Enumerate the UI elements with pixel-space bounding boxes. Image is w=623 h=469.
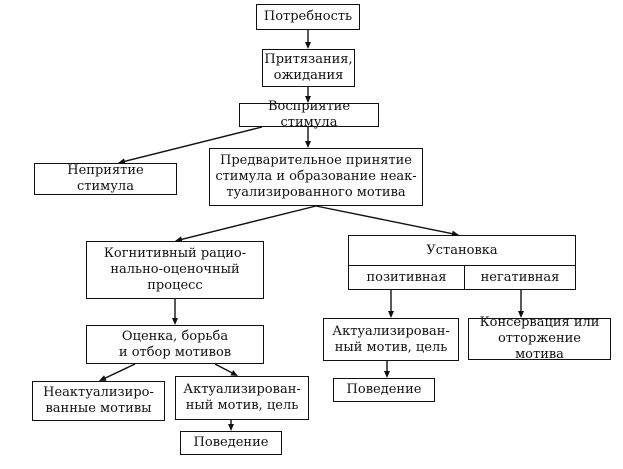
connector-actual-left-behavior-arrowhead bbox=[228, 424, 234, 431]
connector-evaluation-nonactual-arrowhead bbox=[99, 375, 107, 381]
setting-title: Установка bbox=[426, 242, 498, 258]
node-claims: Притязания, ожидания bbox=[262, 49, 355, 87]
node-behavior-left: Поведение bbox=[180, 431, 282, 455]
connector-preliminary-cognitive bbox=[180, 205, 317, 241]
connector-positive-actual-arrowhead bbox=[388, 311, 394, 318]
connector-negative-conservation-arrowhead bbox=[518, 311, 524, 318]
setting-positive: позитивная bbox=[366, 269, 447, 285]
connector-preliminary-setting bbox=[315, 205, 454, 235]
connector-perception-rejection bbox=[123, 126, 263, 163]
connector-cognitive-evaluation-arrowhead bbox=[172, 318, 178, 325]
node-actual-left: Актуализирован- ный мотив, цель bbox=[175, 376, 309, 420]
node-conservation: Консервация или отторжение мотива bbox=[468, 315, 611, 362]
connector-preliminary-cognitive-arrowhead bbox=[175, 236, 183, 243]
node-rejection: Неприятие стимула bbox=[34, 163, 177, 195]
node-cognitive: Когнитивный рацио- нально-оценочный проц… bbox=[86, 241, 264, 299]
node-perception: Восприятие стимула bbox=[239, 99, 379, 130]
node-setting: Установка позитивная негативная bbox=[348, 235, 576, 290]
connector-perception-preliminary-arrowhead bbox=[305, 141, 311, 148]
node-actual-right: Актуализирован- ный мотив, цель bbox=[323, 318, 459, 361]
node-need: Потребность bbox=[256, 4, 360, 30]
connector-perception-rejection-arrowhead bbox=[118, 158, 126, 165]
connector-actual-right-behavior-arrowhead bbox=[384, 371, 390, 378]
node-preliminary: Предварительное принятие стимула и образ… bbox=[209, 148, 423, 206]
connector-evaluation-actual-left bbox=[214, 363, 234, 375]
connector-evaluation-nonactual bbox=[103, 363, 136, 380]
node-evaluation: Оценка, борьба и отбор мотивов bbox=[86, 325, 264, 364]
setting-divider bbox=[349, 265, 575, 266]
setting-negative: негативная bbox=[480, 269, 560, 285]
setting-split-line bbox=[464, 265, 465, 289]
node-behavior-right: Поведение bbox=[333, 378, 435, 402]
connector-claims-perception-arrowhead bbox=[305, 96, 311, 103]
connector-need-claims-arrowhead bbox=[305, 42, 311, 49]
node-nonactual: Неактуализиро- ванные мотивы bbox=[32, 381, 165, 421]
connector-evaluation-actual-left-arrowhead bbox=[230, 370, 238, 376]
